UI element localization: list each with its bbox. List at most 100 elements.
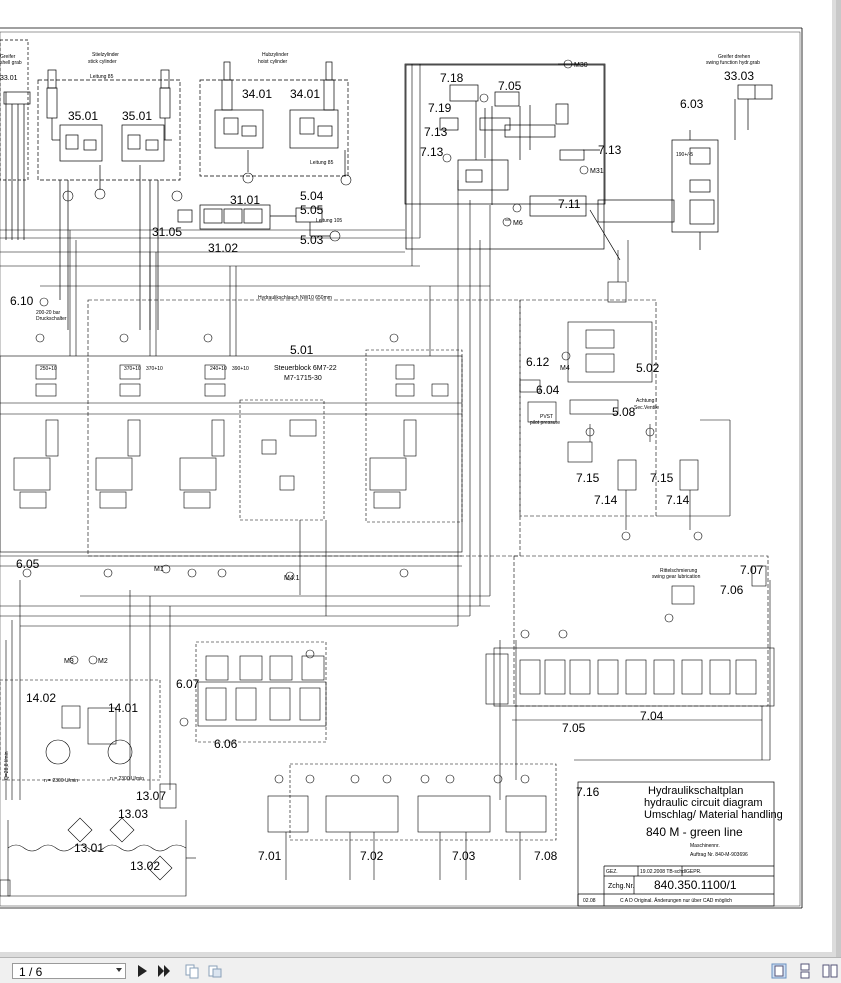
label-stick-cylinder: stick cylinder bbox=[88, 59, 117, 65]
label-m2: M2 bbox=[98, 658, 108, 665]
label-7-02: 7.02 bbox=[360, 849, 384, 863]
label-leitung85-mid: Leitung 85 bbox=[310, 160, 334, 166]
hydraulic-circuit-diagram: Greifer shell grab 33.01 Stielzylinder s… bbox=[0, 0, 832, 952]
label-5-08: 5.08 bbox=[612, 405, 636, 419]
vertical-scrollbar[interactable] bbox=[836, 0, 841, 957]
label-m3: M3 bbox=[64, 658, 74, 665]
label-m31: M31 bbox=[590, 168, 604, 175]
label-steuerblock: Steuerblock 6M7-22 bbox=[274, 365, 337, 372]
title-en: hydraulic circuit diagram bbox=[644, 797, 763, 809]
label-sw-lubrication: Rittelschmierung bbox=[660, 568, 697, 574]
label-7-04: 7.04 bbox=[640, 709, 664, 723]
chevron-down-icon bbox=[116, 968, 122, 972]
label-bar240: 240+10 bbox=[210, 366, 227, 372]
play-icon[interactable] bbox=[134, 963, 150, 979]
label-druckschalter: Druckschalter bbox=[36, 316, 67, 322]
label-m1: M1 bbox=[154, 566, 164, 573]
label-hydraulikschlauch: Hydraulikschlauch NW10 650mm bbox=[258, 295, 332, 301]
zchg-label: Zchg.Nr. bbox=[608, 883, 635, 890]
label-6-06: 6.06 bbox=[214, 737, 238, 751]
label-6-12: 6.12 bbox=[526, 355, 550, 369]
label-hubzylinder: Hubzylinder bbox=[262, 52, 289, 58]
label-7-13-b: 7.13 bbox=[420, 145, 444, 159]
label-flow: Q=28,8 l/min bbox=[4, 751, 10, 780]
auftrag: Auftrag Nr. 840-M-903696 bbox=[690, 852, 748, 858]
label-m30: M30 bbox=[574, 62, 588, 69]
label-7-15-a: 7.15 bbox=[576, 471, 600, 485]
drawing-number: 840.350.1100/1 bbox=[654, 878, 737, 892]
label-7-01: 7.01 bbox=[258, 849, 282, 863]
label-bar390: 390+10 bbox=[232, 366, 249, 372]
label-7-18: 7.18 bbox=[440, 71, 464, 85]
label-14-02: 14.02 bbox=[26, 691, 56, 705]
label-13-03: 13.03 bbox=[118, 807, 148, 821]
label-35-01-a: 35.01 bbox=[68, 109, 98, 123]
label-33-03: 33.03 bbox=[724, 69, 754, 83]
label-swing-grab: swing function hydr.grab bbox=[706, 60, 760, 66]
gez-value: 19.02.2008 TB-schdl bbox=[640, 869, 686, 875]
label-n2300-b: n = 2300 U/min bbox=[110, 776, 144, 782]
label-pvst: PVST bbox=[540, 414, 553, 420]
label-7-05: 7.05 bbox=[498, 79, 522, 93]
label-14-01: 14.01 bbox=[108, 701, 138, 715]
page-indicator: 1 / 6 bbox=[19, 965, 43, 979]
single-page-view-icon[interactable] bbox=[771, 963, 787, 979]
label-bar190: 190+/-5 bbox=[676, 152, 693, 158]
gepr-label: GEPR. bbox=[686, 869, 702, 875]
label-5-03: 5.03 bbox=[300, 233, 324, 247]
label-7-14-b: 7.14 bbox=[666, 493, 690, 507]
label-achtung: Achtung ! bbox=[636, 398, 657, 404]
label-sec-ventile: Sec.Ventile bbox=[634, 405, 659, 411]
label-hoist-cylinder: hoist cylinder bbox=[258, 59, 288, 65]
label-7-11: 7.11 bbox=[558, 197, 581, 211]
label-33-01: 33.01 bbox=[0, 75, 18, 82]
title-de: Hydraulikschaltplan bbox=[648, 785, 743, 797]
label-7-06: 7.06 bbox=[720, 583, 744, 597]
label-6-07: 6.07 bbox=[176, 677, 200, 691]
label-34-01-a: 34.01 bbox=[242, 87, 272, 101]
label-bar370a: 370+10 bbox=[124, 366, 141, 372]
label-m6: M6 bbox=[513, 220, 523, 227]
label-31-02: 31.02 bbox=[208, 241, 238, 255]
label-7-03: 7.03 bbox=[452, 849, 476, 863]
continuous-view-icon[interactable] bbox=[797, 963, 813, 979]
label-m4-1: M4.1 bbox=[284, 575, 300, 582]
label-7-13-a: 7.13 bbox=[424, 125, 448, 139]
label-7-19: 7.19 bbox=[428, 101, 452, 115]
label-7-16: 7.16 bbox=[576, 785, 600, 799]
copy-page-icon[interactable] bbox=[184, 963, 200, 979]
label-6-10: 6.10 bbox=[10, 294, 34, 308]
label-bar370b: 370+10 bbox=[146, 366, 163, 372]
label-7-15-b: 7.15 bbox=[650, 471, 674, 485]
two-page-view-icon[interactable] bbox=[822, 963, 838, 979]
label-34-01-b: 34.01 bbox=[290, 87, 320, 101]
label-leitung85-left: Leitung 85 bbox=[90, 74, 114, 80]
page-selector[interactable]: 1 / 6 bbox=[12, 963, 126, 979]
label-6-03: 6.03 bbox=[680, 97, 704, 111]
label-5-02: 5.02 bbox=[636, 361, 660, 375]
label-6-04: 6.04 bbox=[536, 383, 560, 397]
label-leitung105: Leitung 105 bbox=[316, 218, 342, 224]
label-31-05: 31.05 bbox=[152, 225, 182, 239]
document-viewport: Greifer shell grab 33.01 Stielzylinder s… bbox=[0, 0, 841, 957]
fast-forward-icon[interactable] bbox=[156, 963, 172, 979]
label-13-07: 13.07 bbox=[136, 789, 166, 803]
subtitle: Umschlag/ Material handling bbox=[644, 809, 783, 821]
label-5-04: 5.04 bbox=[300, 189, 324, 203]
maschinennr-label: Maschinennr. bbox=[690, 843, 720, 849]
paste-page-icon[interactable] bbox=[207, 963, 223, 979]
label-sw-lub2: swing gear lubrication bbox=[652, 574, 701, 580]
label-31-01: 31.01 bbox=[230, 193, 260, 207]
gez-label: GEZ. bbox=[606, 869, 618, 875]
label-5-01: 5.01 bbox=[290, 343, 314, 357]
label-pilot: pilot pressure bbox=[530, 420, 560, 426]
label-5-05: 5.05 bbox=[300, 203, 324, 217]
cad-note: C A D Original. Änderungen nur über CAD … bbox=[620, 897, 732, 904]
label-greifer: Greifer bbox=[0, 54, 16, 60]
label-bar200: 200-20 bar bbox=[36, 310, 61, 316]
label-shell-grab: shell grab bbox=[0, 60, 22, 66]
label-greifer-drehen: Greifer drehen bbox=[718, 54, 750, 60]
label-13-02: 13.02 bbox=[130, 859, 160, 873]
label-7-13-c: 7.13 bbox=[598, 143, 622, 157]
label-7-14-a: 7.14 bbox=[594, 493, 618, 507]
